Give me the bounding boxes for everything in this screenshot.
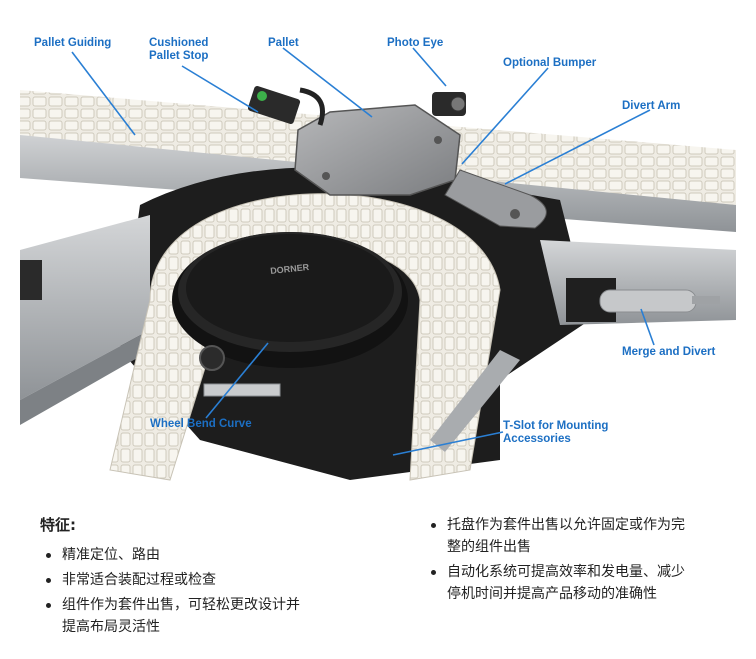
feature-item: 精准定位、路由 xyxy=(40,544,370,566)
feature-text-line2: 整的组件出售 xyxy=(447,539,531,555)
callout-divert-arm: Divert Arm xyxy=(622,100,681,112)
feature-item: 非常适合装配过程或检查 xyxy=(40,569,370,591)
conveyor-photo: DORNER xyxy=(20,47,736,481)
features-heading: 特征: xyxy=(40,516,76,534)
feature-item: 自动化系统可提高效率和发电量、减少 停机时间并提高产品移动的准确性 xyxy=(425,561,745,605)
features-list-right: 托盘作为套件出售以允许固定或作为完 整的组件出售 自动化系统可提高效率和发电量、… xyxy=(425,514,745,608)
feature-text-line1: 托盘作为套件出售以允许固定或作为完 xyxy=(447,517,685,533)
feature-text-line2: 提高布局灵活性 xyxy=(62,619,160,635)
callout-tslot-line2: Accessories xyxy=(503,433,571,445)
pallet-plate xyxy=(294,104,461,196)
feature-item: 托盘作为套件出售以允许固定或作为完 整的组件出售 xyxy=(425,514,745,558)
callout-merge-and-divert: Merge and Divert xyxy=(622,346,716,358)
features-list-left: 精准定位、路由 非常适合装配过程或检查 组件作为套件出售，可轻松更改设计并 提高… xyxy=(40,544,370,641)
feature-text: 精准定位、路由 xyxy=(62,547,160,563)
callout-pallet: Pallet xyxy=(268,37,299,49)
callout-cushioned-line2: Pallet Stop xyxy=(149,50,209,62)
callout-tslot: T-Slot for Mounting Accessories xyxy=(503,420,608,446)
callout-wheel-bend-curve: Wheel Bend Curve xyxy=(150,418,252,430)
feature-text-line1: 组件作为套件出售，可轻松更改设计并 xyxy=(62,597,300,613)
feature-text: 非常适合装配过程或检查 xyxy=(62,572,216,588)
leader-lines xyxy=(71,47,655,456)
callout-cushioned-pallet-stop: Cushioned Pallet Stop xyxy=(149,37,208,63)
callout-optional-bumper: Optional Bumper xyxy=(503,57,597,69)
feature-item: 组件作为套件出售，可轻松更改设计并 提高布局灵活性 xyxy=(40,594,370,638)
callout-photo-eye: Photo Eye xyxy=(387,37,444,49)
callout-tslot-line1: T-Slot for Mounting xyxy=(503,420,609,432)
callout-pallet-guiding: Pallet Guiding xyxy=(34,37,112,49)
feature-text-line2: 停机时间并提高产品移动的准确性 xyxy=(447,586,657,602)
feature-text-line1: 自动化系统可提高效率和发电量、减少 xyxy=(447,564,685,580)
callout-cushioned-line1: Cushioned xyxy=(149,37,209,49)
wheel-brand: DORNER xyxy=(270,262,310,276)
